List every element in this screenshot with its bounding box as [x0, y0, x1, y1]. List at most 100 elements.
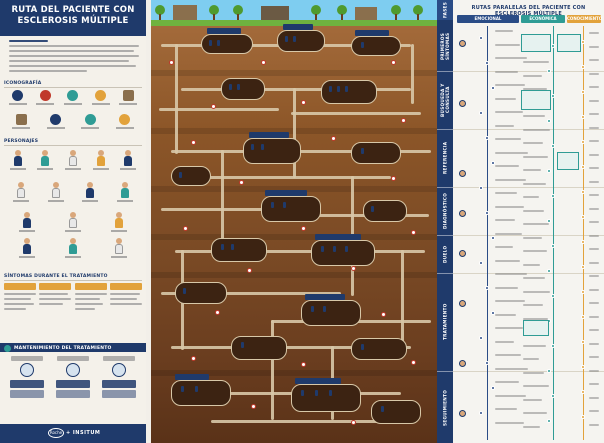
knowledge-point — [581, 340, 585, 344]
alert-pin-icon — [247, 268, 252, 273]
patient-figure — [329, 390, 332, 396]
economic-point — [551, 294, 555, 298]
alert-pin-icon — [351, 266, 356, 271]
journey-chamber — [363, 200, 407, 222]
icon-legend-item — [79, 114, 101, 134]
tunnel-path — [161, 208, 301, 211]
patient-figure — [293, 36, 296, 42]
journey-chamber — [321, 80, 377, 104]
alert-pin-icon — [211, 104, 216, 109]
patient-figure — [261, 144, 264, 150]
step-sign — [295, 378, 341, 384]
step-sign — [175, 374, 209, 380]
route-note — [589, 315, 599, 318]
character — [65, 212, 81, 238]
phase-busqueda: BÚSQUEDA Y CONSULTA — [440, 83, 450, 117]
character — [120, 150, 137, 176]
patient-avatar — [459, 170, 466, 177]
money-icon — [95, 90, 107, 101]
step-sign — [315, 234, 361, 240]
route-note — [495, 273, 527, 275]
route-note — [495, 313, 516, 316]
hospital-building-icon — [355, 7, 377, 20]
tunnel-path — [171, 346, 411, 349]
icon-legend-row — [4, 90, 142, 110]
journey-chamber — [301, 300, 361, 326]
journey-chamber — [243, 138, 301, 164]
emotional-point — [491, 161, 495, 165]
tree-icon — [337, 5, 347, 20]
parallel-routes-title: RUTAS PARALELAS DEL PACIENTE CON ESCLERO… — [471, 5, 586, 17]
character — [13, 182, 30, 208]
patient-figure — [285, 36, 288, 42]
icon-legend-item — [90, 90, 112, 110]
patient-icon — [20, 363, 34, 377]
patient-figure — [315, 390, 318, 396]
sintomas-heading: SÍNTOMAS DURANTE EL TRATAMIENTO — [4, 274, 108, 279]
route-note — [523, 61, 549, 63]
alert-pin-icon — [261, 60, 266, 65]
patient-avatar — [459, 210, 466, 217]
patient-avatar — [459, 40, 466, 47]
patient-avatar — [459, 250, 466, 257]
knowledge-route-line — [583, 26, 584, 440]
route-note — [495, 394, 526, 397]
economic-point — [547, 419, 551, 423]
emotional-point — [485, 136, 489, 140]
economic-point — [551, 394, 555, 398]
divider — [437, 235, 453, 236]
economic-point — [551, 94, 555, 98]
step-sign — [305, 294, 345, 300]
column-header-economica: ECONÓMICA — [521, 15, 565, 23]
phases-column — [437, 0, 453, 443]
patient-figure — [337, 86, 340, 92]
patient-figure — [381, 406, 384, 412]
icon-legend-item — [10, 114, 32, 134]
icon-legend-item — [117, 90, 139, 110]
knowledge-point — [581, 265, 585, 269]
legend-header — [0, 0, 146, 36]
footer — [0, 424, 146, 443]
economic-route-line — [553, 26, 554, 440]
knowledge-point — [581, 115, 585, 119]
route-note — [523, 169, 541, 171]
maintenance-step — [54, 356, 92, 410]
emotional-point — [479, 336, 483, 340]
column-header-conocimiento: CONOCIMIENTO — [567, 15, 603, 23]
soil-layer — [151, 370, 437, 376]
economic-note-box — [521, 34, 551, 52]
route-note — [495, 286, 518, 289]
route-note — [495, 43, 520, 46]
phase-tratamiento: TRATAMIENTO — [442, 303, 448, 341]
journey-chamber — [351, 142, 401, 164]
emotional-point — [479, 261, 483, 265]
step-sign — [283, 24, 313, 30]
route-note — [495, 84, 525, 86]
iconografia-heading: ICONOGRAFÍA — [4, 81, 42, 86]
knowledge-point — [581, 215, 585, 219]
tunnel-path — [171, 150, 431, 153]
phase-duelo: DUELO — [442, 245, 448, 263]
hospital-icon — [12, 90, 24, 101]
divider — [437, 187, 453, 188]
intro-paragraph — [9, 40, 139, 78]
route-note — [495, 232, 522, 235]
route-note — [523, 128, 550, 131]
icon-legend-item — [34, 90, 56, 110]
economic-point — [547, 219, 551, 223]
route-note — [495, 246, 513, 248]
economic-point — [551, 44, 555, 48]
tunnel-path — [401, 250, 404, 346]
journey-chamber — [311, 240, 375, 266]
emotional-point — [479, 111, 483, 115]
alert-pin-icon — [191, 356, 196, 361]
personajes-heading: PERSONAJES — [4, 139, 39, 144]
route-note — [495, 124, 514, 127]
patient-figure — [283, 202, 286, 208]
maintenance-icon — [4, 344, 11, 352]
route-note — [589, 396, 599, 399]
route-note — [495, 381, 519, 383]
route-note — [589, 329, 599, 331]
emotional-point — [485, 61, 489, 65]
characters-row — [4, 182, 142, 208]
